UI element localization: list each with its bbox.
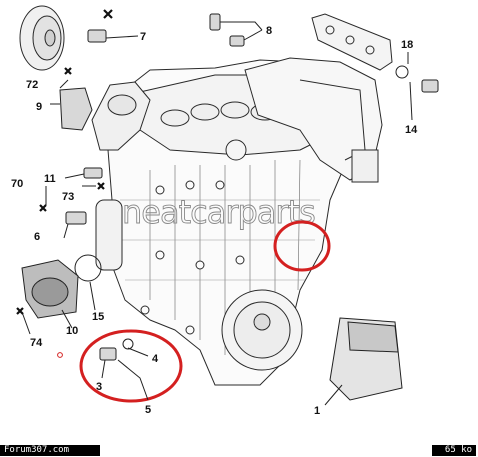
highlight-circle-sensor xyxy=(273,220,331,272)
sensor-6-part xyxy=(65,211,87,225)
leader-lines xyxy=(21,21,413,406)
intake-manifold-drawing xyxy=(244,57,383,183)
sensor-8-part-a xyxy=(209,13,221,31)
x-marker-73 xyxy=(97,182,105,190)
callout-4: 4 xyxy=(152,353,159,365)
callout-15: 15 xyxy=(92,311,104,323)
timing-pulley-drawing xyxy=(19,5,65,71)
sensor-14-part xyxy=(421,79,439,93)
sensor-7-part xyxy=(87,29,107,43)
ring-15-part xyxy=(74,254,102,282)
sensor-8-part-b xyxy=(229,35,245,47)
callout-73: 73 xyxy=(62,191,74,203)
x-marker-70 xyxy=(39,204,47,212)
seal-18-part xyxy=(395,65,409,79)
callout-11: 11 xyxy=(44,173,56,185)
engine-parts-diagram: neatcarparts 7 8 18 14 72 xyxy=(11,5,439,417)
callout-5: 5 xyxy=(145,404,151,416)
callout-72: 72 xyxy=(26,79,38,91)
sensor-11-part xyxy=(83,167,103,179)
callout-7: 7 xyxy=(140,31,146,43)
callout-9: 9 xyxy=(36,101,42,113)
callout-3: 3 xyxy=(96,381,102,393)
sensor-parts xyxy=(59,13,439,361)
callout-10: 10 xyxy=(66,325,78,337)
small-red-marker xyxy=(57,352,63,358)
x-marker-top xyxy=(103,9,113,19)
callout-6: 6 xyxy=(34,231,40,243)
callout-1: 1 xyxy=(314,405,320,417)
callout-14: 14 xyxy=(405,124,418,136)
image-footer: Forum307.com 65 ko xyxy=(0,444,478,457)
sensor-3-part xyxy=(99,347,117,361)
footer-source-label: Forum307.com xyxy=(0,445,100,456)
x-markers xyxy=(16,9,113,315)
ecu-drawing xyxy=(329,317,403,401)
x-marker-74 xyxy=(16,307,24,315)
heat-shield-drawing xyxy=(21,259,79,319)
callout-70: 70 xyxy=(11,178,23,190)
watermark-text: neatcarparts xyxy=(122,193,315,231)
valve-9-part xyxy=(59,87,93,131)
callout-18: 18 xyxy=(401,39,413,51)
highlight-circle-parts-3-4-5 xyxy=(79,329,183,403)
callout-8: 8 xyxy=(266,25,272,37)
footer-size-label: 65 ko xyxy=(432,445,476,456)
seal-4-part xyxy=(122,338,134,350)
x-marker-72 xyxy=(64,67,72,75)
callout-74: 74 xyxy=(30,337,43,349)
fuel-rail-drawing xyxy=(311,13,393,71)
callout-labels: 7 8 18 14 72 9 11 73 70 6 15 10 74 4 3 5… xyxy=(11,25,418,417)
